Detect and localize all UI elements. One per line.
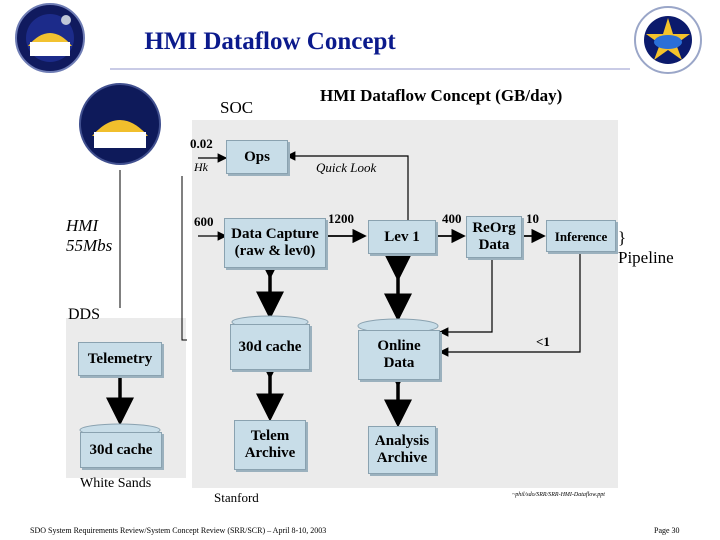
hk-rate: 0.02: [190, 136, 213, 151]
capture-to-lev1-rate: 1200: [328, 211, 354, 226]
lev1-box: Lev 1: [368, 220, 436, 254]
footer-left: SDO System Requirements Review/System Co…: [30, 526, 327, 535]
white-sands-label: White Sands: [80, 476, 152, 491]
dds-link-line: [181, 176, 187, 341]
analysis-archive-box: Analysis Archive: [368, 426, 436, 474]
soc-label: SOC: [220, 98, 254, 117]
reorg-box: ReOrg Data: [466, 216, 522, 258]
dds-label: DDS: [68, 306, 101, 323]
slide-title: HMI Dataflow Concept: [144, 28, 396, 55]
data-capture-box: Data Capture (raw & lev0): [224, 218, 326, 268]
cache-ws-box: 30d cache: [80, 432, 162, 468]
online-data-box: Online Data: [358, 330, 440, 380]
inference-box: Inference: [546, 220, 616, 252]
input-rate: 600: [194, 214, 214, 229]
url-text: ~phil/sdo/SRR/SRR-HMI-Dataflow.ppt: [512, 492, 605, 498]
stanford-label: Stanford: [214, 490, 259, 505]
reorg-to-inference-rate: 10: [526, 211, 539, 226]
telemetry-box: Telemetry: [78, 342, 162, 376]
hmi-label: HMI 55Mbs: [66, 216, 113, 255]
ops-box: Ops: [226, 140, 288, 174]
cache-stanford-box: 30d cache: [230, 324, 310, 370]
title-divider: [110, 68, 630, 70]
inference-to-online-rate: <1: [536, 334, 550, 349]
inference-to-online-arrow: [438, 250, 581, 357]
lev1-to-reorg-rate: 400: [442, 211, 462, 226]
footer-right: Page 30: [654, 526, 680, 535]
reorg-online-line: [438, 255, 493, 337]
pipeline-label: } Pipeline: [618, 228, 674, 267]
telem-archive-box: Telem Archive: [234, 420, 306, 470]
lws-logo-icon: [634, 6, 702, 74]
sdo-logo-icon: [15, 3, 85, 73]
diagram-heading: HMI Dataflow Concept (GB/day): [320, 86, 563, 105]
dataflow-diagram: SOC HMI Dataflow Concept (GB/day) HMI 55…: [62, 80, 674, 505]
quick-look-arrow: [285, 151, 409, 230]
hk-label: Hk: [194, 160, 208, 174]
quick-look-label: Quick Look: [316, 160, 377, 175]
